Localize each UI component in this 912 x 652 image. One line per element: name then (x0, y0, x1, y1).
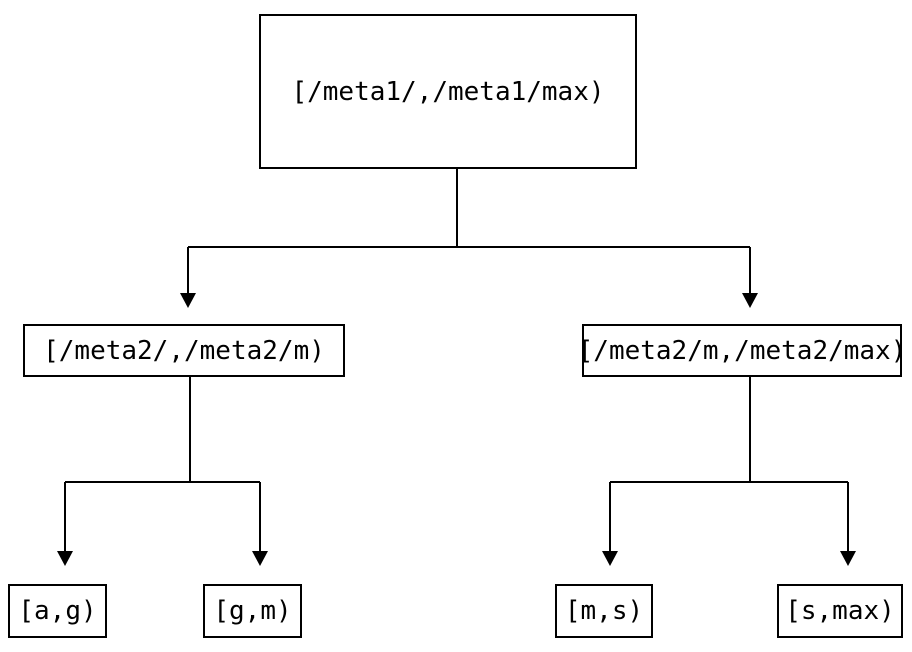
arrowhead-to-left-node (180, 293, 196, 308)
edge-left-children (57, 377, 268, 566)
node-leaf-ms: [m,s) (555, 584, 653, 638)
arrowhead-to-right-node (742, 293, 758, 308)
arrowhead-to-leaf-ms (602, 551, 618, 566)
arrowhead-to-leaf-gm (252, 551, 268, 566)
node-meta2-left-label: [/meta2/,/meta2/m) (43, 335, 325, 366)
node-leaf-smax: [s,max) (777, 584, 903, 638)
node-leaf-gm: [g,m) (203, 584, 302, 638)
node-root-label: [/meta1/,/meta1/max) (291, 76, 605, 107)
node-leaf-ag-label: [a,g) (18, 596, 97, 626)
node-leaf-gm-label: [g,m) (213, 596, 292, 626)
arrowhead-to-leaf-ag (57, 551, 73, 566)
node-meta2-left: [/meta2/,/meta2/m) (23, 324, 345, 377)
edge-root-children (180, 169, 758, 308)
node-meta2-right: [/meta2/m,/meta2/max) (578, 324, 906, 377)
node-leaf-smax-label: [s,max) (785, 596, 895, 626)
node-root: [/meta1/,/meta1/max) (259, 14, 637, 169)
arrowhead-to-leaf-smax (840, 551, 856, 566)
node-meta2-right-label: [/meta2/m,/meta2/max) (577, 335, 907, 366)
node-leaf-ag: [a,g) (8, 584, 107, 638)
edge-right-children (602, 377, 856, 566)
node-leaf-ms-label: [m,s) (564, 596, 644, 626)
